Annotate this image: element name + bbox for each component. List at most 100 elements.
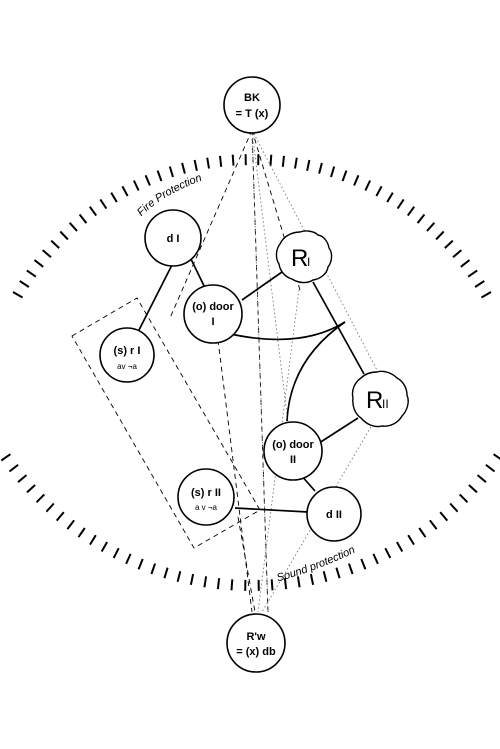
node-door1-circle <box>183 284 243 344</box>
node-R1: R I <box>275 230 333 284</box>
arc-tick <box>121 185 129 197</box>
arc-tick <box>99 198 108 210</box>
arc-tick <box>281 155 285 167</box>
sound-protection-label: Sound protection <box>275 544 357 584</box>
arc-tick <box>353 174 360 186</box>
arc-tick <box>270 579 274 591</box>
arc-tick <box>110 192 118 203</box>
arc-tick <box>150 563 157 575</box>
arc-tick <box>418 527 427 538</box>
arc-tick <box>176 570 182 583</box>
arc-tick <box>384 547 392 559</box>
arc-tick <box>181 162 186 174</box>
node-d2-circle <box>306 486 362 542</box>
arc-tick <box>168 166 174 178</box>
arc-tick <box>230 579 234 591</box>
arc-tick <box>444 239 454 249</box>
arc-tick <box>296 576 301 588</box>
arc-tick <box>452 249 462 259</box>
arc-tick <box>318 162 323 174</box>
curve-door1-junction <box>225 321 346 341</box>
dashed-line <box>237 516 256 613</box>
arc-tick <box>330 166 336 178</box>
node-door2: (o) door II <box>263 421 323 481</box>
link-door1-R1 <box>241 271 283 301</box>
arc-tick <box>219 155 223 167</box>
arc-tick <box>309 573 315 586</box>
arc-tick <box>467 269 478 278</box>
arc-tick <box>458 493 469 504</box>
dotted-line <box>251 129 269 613</box>
arc-tick <box>435 230 445 241</box>
arc-tick <box>26 484 36 494</box>
link-R1-R2 <box>312 281 365 375</box>
arc-tick <box>137 558 144 570</box>
arc-tick <box>33 259 44 268</box>
node-R2-shape <box>351 370 409 428</box>
arc-tick <box>216 578 221 590</box>
arc-tick <box>17 474 28 483</box>
arc-tick <box>341 170 348 182</box>
node-door1-number: I <box>211 316 214 328</box>
arc-tick <box>203 576 208 588</box>
arc-tick <box>335 567 341 579</box>
node-d1: d I <box>144 209 202 267</box>
arc-tick <box>50 239 60 249</box>
sound-protection-arc <box>0 453 500 591</box>
dashed-line <box>217 339 253 613</box>
node-rw-circle <box>226 613 286 673</box>
arc-tick <box>347 563 354 575</box>
arc-tick <box>306 159 311 172</box>
arc-tick <box>89 534 97 546</box>
arc-tick <box>449 502 459 513</box>
node-r2-formula: a v ¬a <box>195 503 218 512</box>
arc-tick <box>231 154 235 166</box>
node-r1: (s) r I av ¬a <box>99 327 155 383</box>
link-door2-R2 <box>315 417 359 446</box>
arc-tick <box>66 519 75 530</box>
arc-tick <box>78 213 88 224</box>
arc-tick <box>439 511 449 522</box>
node-door1-title: (o) door <box>192 301 234 313</box>
arc-tick <box>360 558 367 570</box>
arc-tick <box>0 453 11 462</box>
arc-tick <box>396 198 405 210</box>
fire-protection-arc <box>12 154 492 299</box>
arc-tick <box>294 157 298 169</box>
arc-tick <box>19 280 30 288</box>
arc-tick <box>125 553 132 565</box>
dotted-lines <box>251 129 379 613</box>
node-d1-circle <box>144 209 202 267</box>
arc-tick <box>68 222 78 232</box>
arc-tick <box>406 206 416 217</box>
arc-tick <box>468 484 478 494</box>
curve-junction-door2 <box>286 321 346 422</box>
node-r1-title: (s) r I <box>114 345 141 357</box>
dotted-line <box>251 129 293 456</box>
arc-tick <box>386 192 394 203</box>
arc-tick <box>144 174 151 186</box>
node-r2-title: (s) r II <box>191 487 221 499</box>
arc-tick <box>474 280 485 288</box>
arc-tick <box>480 291 492 299</box>
node-rw: R'w = (x) db <box>226 613 286 673</box>
arc-tick <box>42 249 52 259</box>
arc-tick <box>26 269 37 278</box>
arc-tick <box>12 291 24 299</box>
link-d1-r1 <box>137 258 176 333</box>
arc-tick <box>485 464 496 473</box>
arc-tick <box>88 206 98 217</box>
node-bk: BK = T (x) <box>223 76 281 134</box>
arc-tick <box>59 230 69 241</box>
arc-tick <box>45 502 55 513</box>
arc-tick <box>35 493 46 504</box>
node-rw-value: = (x) db <box>236 646 276 658</box>
node-R2: R II <box>351 370 409 428</box>
arc-tick <box>156 170 163 182</box>
arc-tick <box>493 453 500 460</box>
arc-tick <box>416 213 426 224</box>
node-door2-number: II <box>290 454 296 466</box>
link-r2-d2 <box>234 507 309 513</box>
node-bk-circle <box>223 76 281 134</box>
arc-tick <box>364 180 372 191</box>
